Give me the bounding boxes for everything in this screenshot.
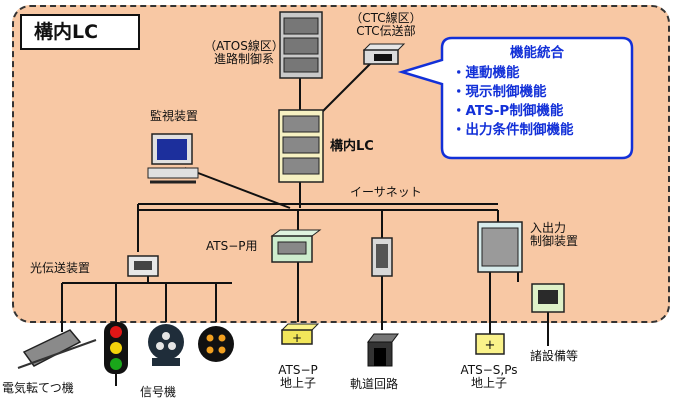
track-label: 軌道回路 xyxy=(350,377,399,391)
lc-cabinet-icon xyxy=(278,109,324,183)
monitor-label: 監視装置 xyxy=(150,109,199,123)
io-label-line: 制御装置 xyxy=(530,234,579,248)
ats-p-ground-label-line: 地上子 xyxy=(279,376,316,390)
lc-label: 構内LC xyxy=(330,139,374,154)
ats-sps-ground-label: ATS−S,Ps 地上子 xyxy=(446,364,532,390)
signal-head-icon xyxy=(148,324,184,366)
misc-device-icon xyxy=(531,283,565,313)
ats-p-unit-label: ATS−P用 xyxy=(206,239,258,253)
callout-item: ・現示制御機能 xyxy=(452,84,547,100)
function-callout: 機能統合 ・連動機能 ・現示制御機能 ・ATS-P制御機能 ・出力条件制御機能 xyxy=(452,44,622,140)
ethernet-label: イーサネット xyxy=(350,185,422,199)
atos-cabinet-icon xyxy=(279,11,323,79)
signal-light-icon xyxy=(104,322,128,386)
optical-label: 光伝送装置 xyxy=(30,261,91,275)
ats-sps-ground-label-line: ATS−S,Ps xyxy=(460,363,518,377)
ats-s-transponder-icon: + xyxy=(475,333,505,355)
point-machine-icon xyxy=(17,329,97,369)
ats-p-ground-label-line: ATS−P xyxy=(278,363,318,377)
atos-label: （ATOS線区） 進路制御系 xyxy=(196,40,292,66)
atos-label-line: 進路制御系 xyxy=(213,52,274,66)
svg-text:+: + xyxy=(292,331,302,345)
signal-head-round-icon xyxy=(198,326,234,362)
ats-sps-ground-label-line: 地上子 xyxy=(470,376,507,390)
connection-lines xyxy=(61,61,549,346)
misc-label: 諸設備等 xyxy=(530,349,579,363)
callout-item: ・連動機能 xyxy=(452,65,520,81)
ctc-label: （CTC線区） CTC伝送部 xyxy=(336,12,436,38)
title: 構内LC xyxy=(20,14,140,50)
ats-p-ground-label: ATS−P 地上子 xyxy=(262,364,334,390)
ats-p-transponder-icon: + xyxy=(280,323,320,345)
callout-heading: 機能統合 xyxy=(510,45,564,61)
monitor-icon xyxy=(147,133,199,184)
ctc-label-line: CTC伝送部 xyxy=(356,24,416,38)
io-cabinet-icon xyxy=(477,221,523,273)
callout-item: ・出力条件制御機能 xyxy=(452,122,574,138)
point-machine-label: 電気転てつ機 xyxy=(2,381,74,395)
track-circuit-icon xyxy=(367,333,399,367)
optical-device-icon xyxy=(127,255,159,277)
io-label-line: 入出力 xyxy=(530,221,567,235)
svg-text:+: + xyxy=(485,338,496,353)
ctc-unit-icon xyxy=(362,43,406,65)
io-label: 入出力 制御装置 xyxy=(530,222,578,248)
atos-label-line: （ATOS線区） xyxy=(204,39,284,53)
signal-label: 信号機 xyxy=(140,385,177,399)
ats-p-unit-icon xyxy=(270,229,322,263)
callout-item: ・ATS-P制御機能 xyxy=(452,103,564,119)
callout-bubble xyxy=(397,36,634,160)
track-relay-icon xyxy=(371,237,393,277)
ctc-label-line: （CTC線区） xyxy=(350,11,422,25)
